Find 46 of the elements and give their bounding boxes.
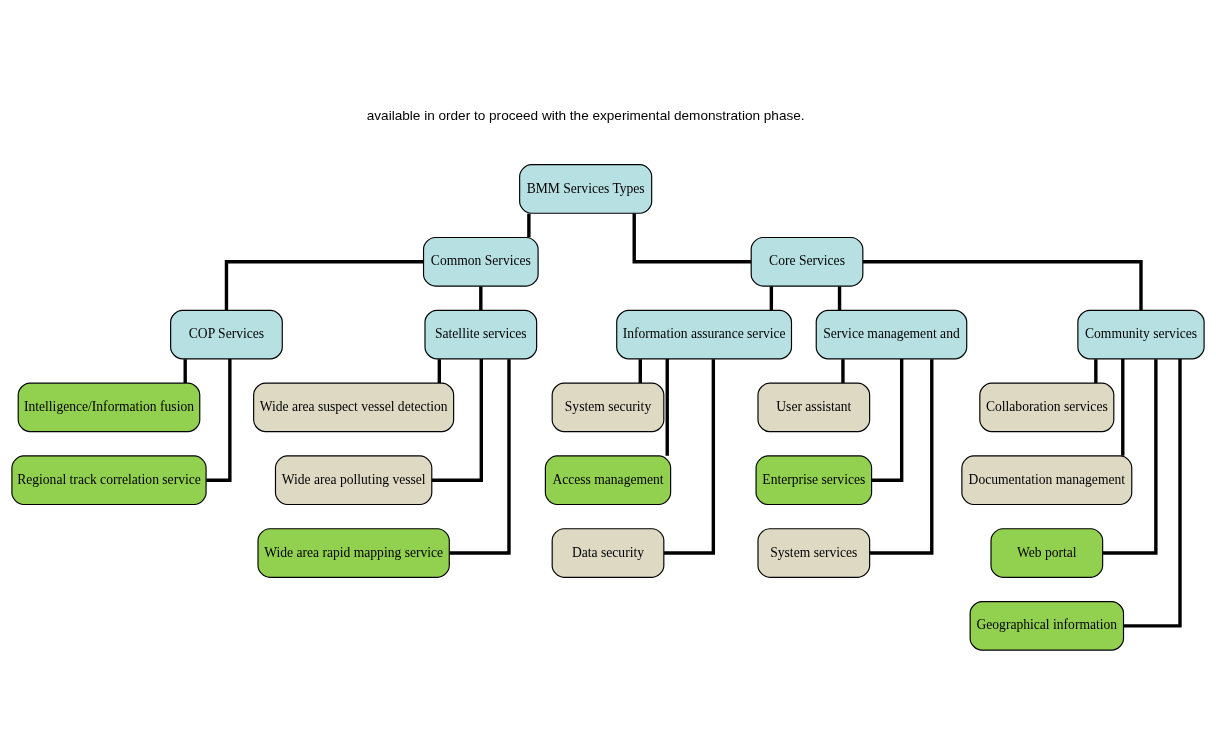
node-box: Wide area rapid mapping service <box>257 528 450 578</box>
node-box: Information assurance service <box>616 309 793 360</box>
connector <box>224 260 424 310</box>
connector <box>664 359 716 555</box>
node-box: Wide area polluting vessel <box>274 455 433 506</box>
node-box: Geographical information <box>969 601 1125 651</box>
node-box: Enterprise services <box>755 455 873 506</box>
connector <box>527 213 531 238</box>
connector <box>1094 359 1098 384</box>
node-box: Documentation management <box>961 455 1133 506</box>
connector <box>638 359 642 384</box>
connector <box>479 286 483 311</box>
connector <box>862 260 1143 310</box>
node-box: Regional track correlation service <box>11 455 207 506</box>
connector <box>632 213 751 264</box>
connector <box>871 358 904 482</box>
node-box: System services <box>757 528 871 578</box>
node-box: COP Services <box>170 309 283 360</box>
node-box: Service management and <box>815 309 968 360</box>
label: available in order to proceed with the experimental demonstration phase. <box>366 107 805 123</box>
node-box: Access management <box>544 455 672 506</box>
node-box: Core Services <box>750 236 864 287</box>
node-box: BMM Services Types <box>519 164 653 214</box>
node-box: Web portal <box>990 528 1104 578</box>
connector <box>837 286 842 311</box>
node-box: System security <box>551 382 665 433</box>
connector <box>183 359 187 384</box>
node-box: Collaboration services <box>979 382 1115 433</box>
connector <box>437 359 441 384</box>
node-box: Community services <box>1077 309 1205 360</box>
connector <box>841 359 845 384</box>
connector <box>869 359 934 555</box>
connector <box>206 358 232 482</box>
connector <box>1121 358 1125 456</box>
node-box: Satellite services <box>424 309 538 360</box>
connector <box>1102 359 1158 555</box>
connector <box>665 358 669 456</box>
connector <box>449 359 511 555</box>
connector <box>769 286 774 311</box>
node-box: Data security <box>551 528 665 578</box>
node-box: Common Services <box>422 236 539 287</box>
connector <box>431 358 483 482</box>
node-box: Wide area suspect vessel detection <box>253 382 455 433</box>
node-box: User assistant <box>757 382 871 433</box>
node-box: Intelligence/Information fusion <box>17 382 201 433</box>
connector <box>1123 358 1182 628</box>
